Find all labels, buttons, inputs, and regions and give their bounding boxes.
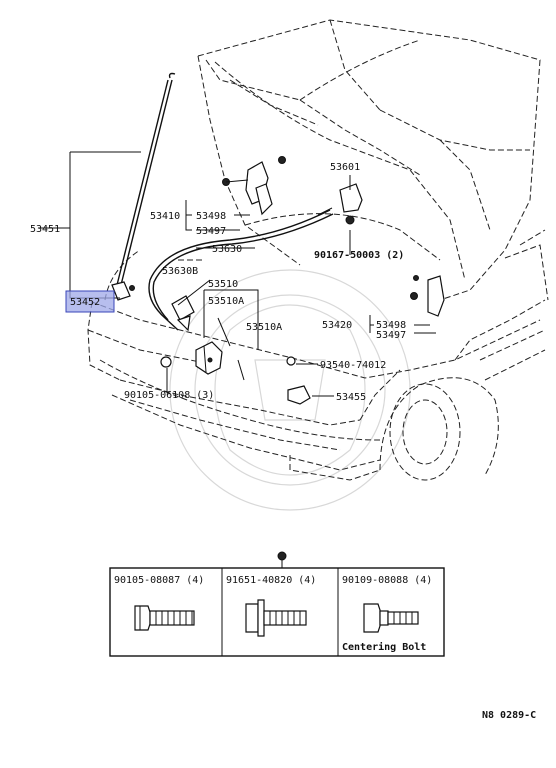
part-labels: 53451 53452 53410 53498 53497 53630 5363… bbox=[30, 162, 406, 403]
centering-bolt-note: Centering Bolt bbox=[342, 641, 426, 653]
label-53630b: 53630B bbox=[162, 266, 198, 277]
label-90105-06108: 90105-06108 (3) bbox=[124, 390, 214, 401]
release-lever bbox=[171, 295, 195, 332]
label-90167-50003: 90167-50003 (2) bbox=[314, 250, 404, 261]
bolt-table: 90105-08087 (4) 91651-40820 (4) 90109-08… bbox=[109, 551, 445, 657]
hood-support-rod bbox=[111, 72, 176, 301]
bolt-icon-centering bbox=[363, 603, 419, 633]
hood-latch bbox=[129, 285, 311, 405]
label-53455: 53455 bbox=[336, 392, 366, 403]
label-53451: 53451 bbox=[30, 224, 60, 235]
label-53510a-2: 53510A bbox=[246, 322, 282, 333]
label-53510: 53510 bbox=[208, 279, 238, 290]
hood-hinge-right bbox=[410, 275, 445, 317]
label-53420: 53420 bbox=[322, 320, 352, 331]
table-label-90109-08088: 90109-08088 (4) bbox=[342, 575, 432, 586]
hood-lock bbox=[317, 183, 363, 225]
table-label-91651-40820: 91651-40820 (4) bbox=[226, 575, 316, 586]
bolt-icon-flange bbox=[134, 605, 195, 631]
diagram-code: N8 0289-C bbox=[482, 710, 536, 721]
watermark-logo bbox=[169, 269, 411, 511]
bolt-icon-washer bbox=[245, 599, 307, 637]
label-93540-74012: 93540-74012 bbox=[320, 360, 386, 371]
label-53510a-1: 53510A bbox=[208, 296, 244, 307]
table-label-90105-08087: 90105-08087 (4) bbox=[114, 575, 204, 586]
label-53410: 53410 bbox=[150, 211, 180, 222]
release-cable bbox=[148, 209, 334, 331]
highlight-53452 bbox=[65, 290, 115, 313]
label-53498-a: 53498 bbox=[196, 211, 226, 222]
label-53452[interactable]: 53452 bbox=[70, 297, 100, 308]
label-53497-a: 53497 bbox=[196, 226, 226, 237]
label-53497-b: 53497 bbox=[376, 330, 406, 341]
label-53498-b: 53498 bbox=[376, 320, 406, 331]
label-53630: 53630 bbox=[212, 244, 242, 255]
hood-hinge-left bbox=[222, 156, 286, 216]
label-53601: 53601 bbox=[330, 162, 360, 173]
